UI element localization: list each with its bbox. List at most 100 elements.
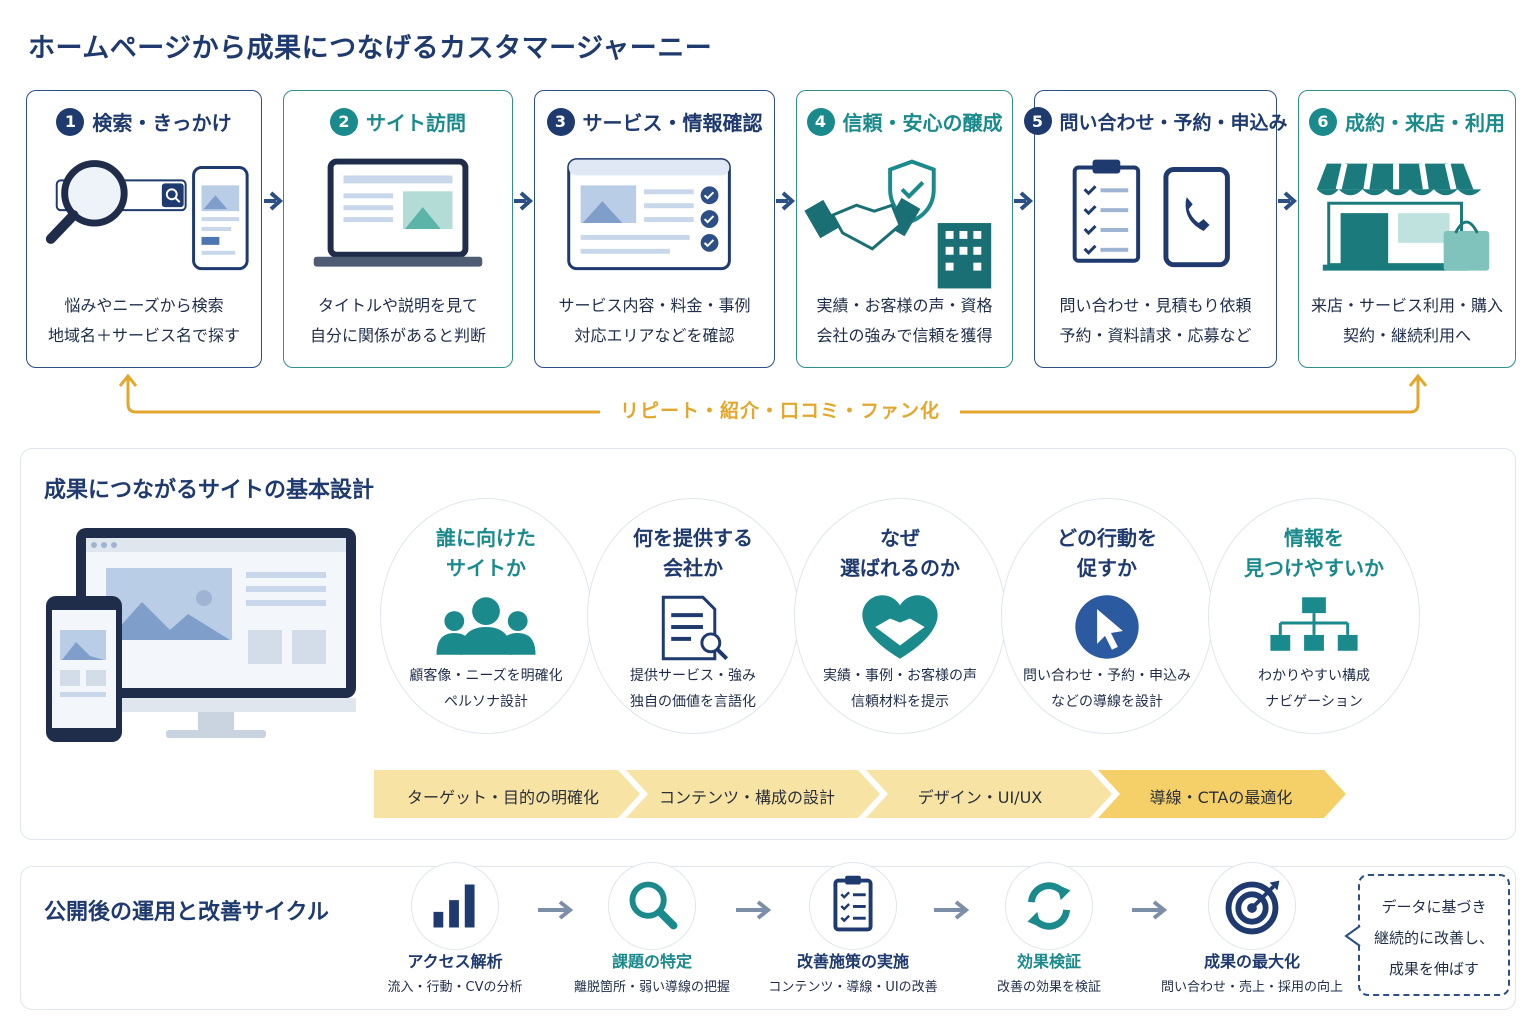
design-item-title-2: 選ばれるのか [840, 556, 960, 580]
design-item-title-2: 会社か [663, 556, 723, 580]
cycle-item-title: 効果検証 [1016, 952, 1081, 971]
magnifier-icon [608, 862, 696, 950]
journey-desc-line1: 来店・サービス利用・購入 [1310, 296, 1503, 315]
journey-desc-line1: サービス内容・料金・事例 [558, 296, 751, 315]
arrow-right-icon [934, 900, 970, 920]
journey-desc-line2: 契約・継続利用へ [1342, 326, 1471, 345]
design-item-desc-1: 顧客像・ニーズを明確化 [409, 668, 563, 684]
cycle-section-title: 公開後の運用と改善サイクル [44, 900, 329, 925]
design-item-title-1: 誰に向けた [436, 526, 536, 550]
arrow-right-icon [264, 191, 284, 211]
journey-desc-line2: 予約・資料請求・応募など [1059, 326, 1252, 345]
design-item-title-2: 促すか [1077, 556, 1137, 580]
arrow-right-icon [736, 900, 772, 920]
storefront-icon [1316, 162, 1490, 271]
design-item-desc-2: 独自の価値を言語化 [630, 694, 756, 710]
journey-card-title: サイト訪問 [366, 111, 466, 135]
journey-desc-line2: 地域名＋サービス名で探す [47, 326, 240, 345]
laptop-icon [313, 158, 483, 267]
callout-pointer-icon [1344, 925, 1361, 947]
cycle-item-desc: 問い合わせ・売上・採用の向上 [1160, 980, 1343, 995]
journey-desc-line1: タイトルや説明を見て [317, 296, 478, 315]
design-item-desc-2: ペルソナ設計 [444, 694, 528, 710]
step-number: 3 [546, 107, 575, 136]
design-item-action: どの行動を 促すか 問い合わせ・予約・申込み などの導線を設計 [1001, 498, 1213, 734]
design-step-label: ターゲット・目的の明確化 [406, 788, 599, 807]
arrow-right-icon [776, 191, 796, 211]
design-item-offer: 何を提供する 会社か 提供サービス・強み 独自の価値を言語化 [587, 498, 799, 734]
design-item-title-2: サイトか [446, 556, 526, 580]
heart-handshake-icon [862, 595, 938, 659]
journey-card-title: 成約・来店・利用 [1345, 111, 1505, 135]
design-item-title-1: どの行動を [1057, 526, 1157, 550]
note-line: 継続的に改善し、 [1373, 929, 1494, 947]
note-line: 成果を伸ばす [1388, 960, 1479, 978]
design-item-findability: 情報を 見つけやすいか わかりやすい構成 ナビゲーション [1208, 498, 1420, 734]
devices-illustration [46, 528, 356, 742]
journey-card-trust: 4 信頼・安心の醸成 実績・お客様の声・資格 会社の強みで信頼を獲得 [796, 90, 1013, 368]
clipboard-phone-icon [1072, 159, 1230, 268]
cycle-item-title: 課題の特定 [611, 952, 692, 971]
step-number: 5 [1023, 107, 1052, 135]
cycle-note-callout: データに基づき 継続的に改善し、 成果を伸ばす [1358, 874, 1510, 996]
journey-card-contact: 5 問い合わせ・予約・申込み 問い合わせ・見積もり依頼 予約・資料請求・応募など [1023, 90, 1288, 368]
design-item-desc-1: 提供サービス・強み [630, 668, 756, 684]
design-section-title: 成果につながるサイトの基本設計 [44, 478, 375, 503]
step-number: 6 [1309, 107, 1337, 136]
note-line: データに基づき [1381, 898, 1487, 916]
sitemap-icon [1270, 597, 1358, 651]
journey-card-visit: 2 サイト訪問 タイトルや説明を見て 自分に関係があると判断 [283, 90, 513, 368]
arrow-right-icon [1014, 191, 1034, 211]
journey-desc-line2: 会社の強みで信頼を獲得 [816, 326, 993, 345]
cycle-item-title: 改善施策の実施 [796, 952, 909, 971]
journey-desc-line1: 実績・お客様の声・資格 [816, 296, 993, 315]
cycle-item-desc: 改善の効果を検証 [996, 980, 1101, 995]
design-item-desc-1: 実績・事例・お客様の声 [823, 668, 977, 684]
design-process-bar [374, 770, 1346, 818]
document-search-icon [661, 595, 729, 661]
design-step-label: コンテンツ・構成の設計 [658, 788, 835, 807]
step-number: 1 [56, 107, 85, 136]
target-icon [1208, 862, 1296, 950]
step-number: 2 [330, 107, 358, 136]
design-item-title-2: 見つけやすいか [1244, 556, 1384, 580]
journey-card-title: サービス・情報確認 [582, 111, 763, 135]
journey-card-title: 信頼・安心の醸成 [842, 111, 1003, 135]
cycle-item-title: 成果の最大化 [1203, 952, 1300, 971]
cycle-item-desc: コンテンツ・導線・UIの改善 [768, 980, 938, 995]
design-step-label: 導線・CTAの最適化 [1149, 788, 1293, 807]
cycle-item-desc: 離脱箇所・弱い導線の把握 [573, 980, 730, 995]
journey-desc-line2: 対応エリアなどを確認 [574, 326, 735, 345]
cycle-item-title: アクセス解析 [407, 952, 503, 971]
journey-card-title: 検索・きっかけ [92, 111, 232, 135]
design-item-desc-2: などの導線を設計 [1051, 694, 1163, 710]
loop-label: リピート・紹介・口コミ・ファン化 [600, 396, 960, 423]
journey-desc-line2: 自分に関係があると判断 [309, 326, 486, 345]
handshake-shield-icon [804, 159, 992, 289]
design-item-target: 誰に向けた サイトか 顧客像・ニーズを明確化 ペルソナ設計 [380, 498, 592, 734]
page-title: ホームページから成果につなげるカスタマージャーニー [28, 33, 713, 64]
design-step-label: デザイン・UI/UX [917, 788, 1043, 807]
checklist-icon [809, 862, 897, 950]
cursor-click-icon [1075, 595, 1139, 659]
bar-chart-icon [411, 862, 499, 950]
design-item-title-1: 何を提供する [633, 526, 753, 550]
design-item-title-1: なぜ [880, 526, 920, 550]
journey-desc-line1: 問い合わせ・見積もり依頼 [1059, 296, 1252, 315]
arrow-right-icon [1278, 191, 1298, 211]
arrow-right-icon [1132, 900, 1168, 920]
search-icon [45, 160, 249, 271]
step-number: 4 [806, 107, 835, 136]
journey-card-title: 問い合わせ・予約・申込み [1059, 111, 1288, 134]
design-item-desc-1: 問い合わせ・予約・申込み [1023, 668, 1191, 684]
journey-card-info: 3 サービス・情報確認 サービス内容・料金・事例 対応エリアなどを確認 [534, 90, 775, 368]
arrow-right-icon [538, 900, 574, 920]
design-item-desc-2: ナビゲーション [1265, 694, 1363, 710]
journey-desc-line1: 悩みやニーズから検索 [64, 296, 224, 315]
cycle-item-desc: 流入・行動・CVの分析 [387, 980, 523, 995]
design-item-reason: なぜ 選ばれるのか 実績・事例・お客様の声 信頼材料を提示 [794, 498, 1006, 734]
design-item-title-1: 情報を [1284, 526, 1344, 550]
web-page-check-icon [567, 158, 731, 271]
refresh-icon [1005, 862, 1093, 950]
journey-card-conversion: 6 成約・来店・利用 来店・サービス利用・購入 契約・継続利用へ [1298, 90, 1516, 368]
